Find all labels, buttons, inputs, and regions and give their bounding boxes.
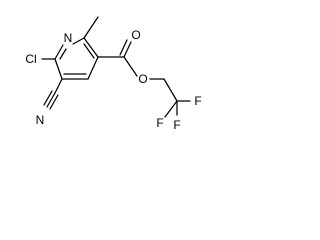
atom-label-nitrile-nitrogen: N xyxy=(36,113,45,127)
bond-c3-c4 xyxy=(87,56,99,80)
atom-label-carbonyl-oxygen: O xyxy=(131,28,140,42)
bond-c2-c3-inner xyxy=(83,43,95,59)
atom-label-fluorine-left: F xyxy=(156,116,163,130)
bond-cn-triple-1 xyxy=(46,92,56,108)
bond-c2-c3 xyxy=(83,37,99,58)
bond-carbonyl-o-1 xyxy=(123,41,132,58)
atom-label-chlorine: Cl xyxy=(25,52,36,66)
bond-carbonyl-oester xyxy=(123,56,138,77)
bond-c5-cn xyxy=(54,78,63,94)
atom-label-ring-nitrogen: N xyxy=(64,31,73,45)
structure-canvas: N Cl N O O F F F xyxy=(0,0,223,142)
bond-ch2-cf3 xyxy=(163,78,178,102)
molecule-structure: N Cl N O O F F F xyxy=(25,16,202,132)
bond-carbonyl-o-2 xyxy=(119,39,128,56)
atom-label-fluorine-right: F xyxy=(194,94,201,108)
bond-cn-triple-3 xyxy=(49,94,59,110)
bond-n-c6 xyxy=(54,44,64,60)
bond-cf3-f-left xyxy=(164,100,178,118)
bond-n-c2 xyxy=(72,37,85,45)
bond-c2-methyl xyxy=(83,16,99,39)
atom-label-fluorine-bottom: F xyxy=(173,118,180,132)
atom-label-ester-oxygen: O xyxy=(138,72,147,86)
bond-c5-c6 xyxy=(54,58,63,80)
bond-n-c6-inner xyxy=(59,48,67,60)
bond-cn-triple-2 xyxy=(43,90,53,106)
